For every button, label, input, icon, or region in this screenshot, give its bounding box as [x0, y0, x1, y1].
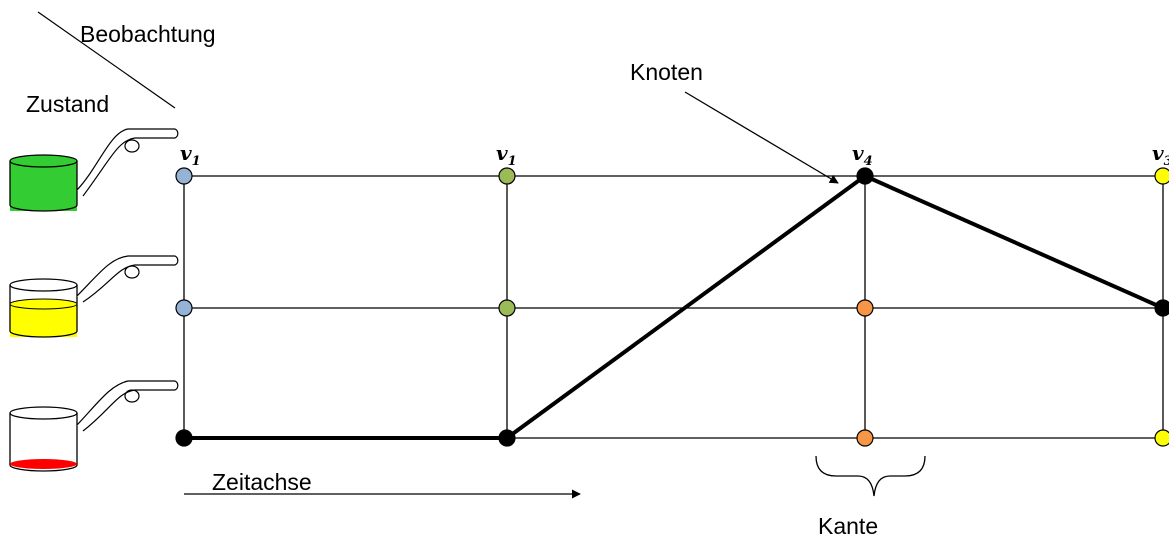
node-r2-c3: [856, 299, 874, 317]
node-r2-c1: [175, 299, 193, 317]
tank-rim: [9, 278, 78, 292]
tank-body: [9, 285, 78, 338]
node-r3-c4: [1154, 429, 1169, 447]
tank-pipe: [76, 255, 179, 303]
state-label: Zustand: [26, 91, 109, 117]
edge-label: Kante: [818, 513, 878, 539]
node-r2-c4: [1154, 299, 1169, 317]
tank-valve: [124, 139, 140, 153]
column-labels: v1 v1 v4 v3: [180, 141, 1169, 169]
tank-body: [9, 161, 78, 212]
edge-brace: [815, 455, 926, 497]
node-r3-c3: [856, 429, 874, 447]
tank-fill: [10, 161, 77, 211]
time-axis-label: Zeitachse: [212, 469, 312, 495]
path-edge-2: [505, 174, 867, 440]
path-edge-3: [864, 174, 1164, 310]
node-r1-c4: [1154, 167, 1169, 185]
tank-valve: [124, 265, 140, 279]
tank-pipe: [76, 380, 179, 432]
tank-liquid: [10, 459, 77, 469]
column-label-2: v1: [496, 141, 517, 169]
header-diagonal-line: [37, 11, 176, 109]
tank-full-icon: [9, 128, 179, 212]
column-label-4: v3: [1152, 141, 1169, 169]
node-r3-c2: [498, 429, 516, 447]
node-label: Knoten: [630, 59, 703, 85]
grid-lines: [183, 175, 1169, 439]
column-label-3: v4: [852, 141, 873, 169]
node-r1-c3: [856, 167, 874, 185]
column-label-1: v1: [180, 141, 201, 169]
tank-body: [9, 413, 78, 472]
node-pointer-arrow: [684, 91, 839, 184]
tank-pipe: [76, 128, 179, 197]
nodes: [175, 167, 1169, 447]
tank-liquid-surface: [9, 298, 78, 310]
node-r1-c2: [498, 167, 516, 185]
viterbi-path: [184, 174, 1164, 440]
tank-rim: [9, 154, 78, 168]
tank-valve: [124, 389, 140, 403]
tank-half-icon: [9, 255, 179, 338]
node-r3-c1: [175, 429, 193, 447]
node-r1-c1: [175, 167, 193, 185]
node-r2-c2: [498, 299, 516, 317]
tank-rim: [9, 406, 78, 420]
tank-low-icon: [9, 380, 179, 472]
observation-label: Beobachtung: [80, 21, 216, 47]
